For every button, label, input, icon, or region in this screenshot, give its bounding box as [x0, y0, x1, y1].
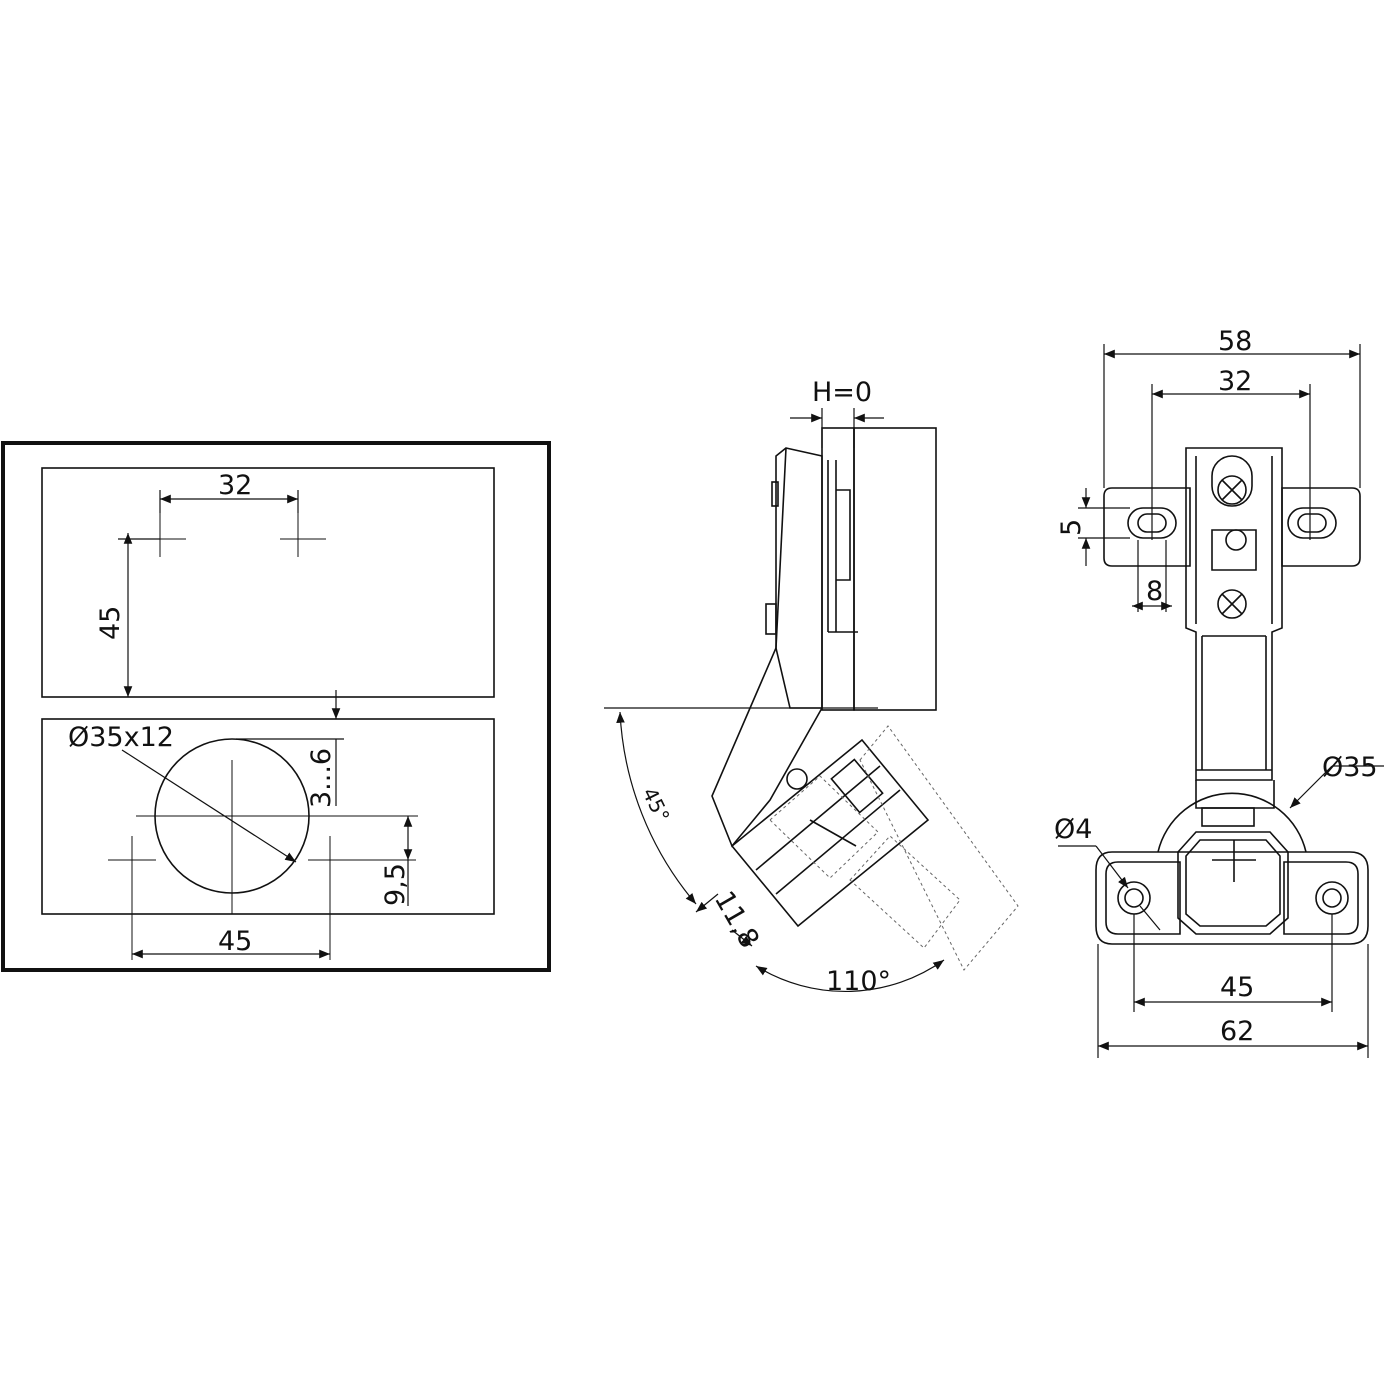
mounting-plate [1103, 487, 1361, 567]
slot-width-label: 8 [1146, 576, 1163, 607]
overlay-label: H=0 [812, 377, 872, 408]
hinge-front-view: 58 32 5 8 [1054, 326, 1384, 1058]
dim-top-spacing: 32 [159, 470, 299, 513]
door-panel [41, 718, 495, 915]
dim-plate-width: 58 [1103, 326, 1361, 488]
dim-depth: 11,8 [695, 886, 765, 954]
dim-mount-angle: 45° [604, 707, 878, 905]
cabinet-side-panel [41, 467, 495, 698]
dim-cup-hole-spacing: 45 [1133, 914, 1333, 1012]
cup-hole-spacing-label: 45 [1220, 972, 1254, 1003]
plate-width-label: 58 [1218, 326, 1252, 357]
dim-screw-hole: Ø4 [1054, 814, 1161, 931]
dim-top-height-label: 45 [95, 606, 126, 640]
dim-offset: 9,5 [380, 816, 413, 906]
dim-plate-hole-spacing: 32 [1151, 366, 1311, 540]
dim-bottom-spacing-label: 45 [218, 926, 252, 957]
hinge-arm [711, 447, 858, 848]
dim-slot-width: 8 [1132, 540, 1172, 612]
screw-hole-label: Ø4 [1054, 814, 1092, 845]
cup-flange [1095, 831, 1369, 945]
opening-angle-label: 110° [826, 966, 891, 997]
dim-slot-height: 5 [1056, 488, 1130, 566]
dim-cup-diameter: Ø35 [1289, 752, 1384, 809]
plate-hole-spacing-label: 32 [1218, 366, 1252, 397]
drilling-template-panel: 32 45 Ø35x12 3...6 [1, 441, 551, 972]
slot-height-label: 5 [1056, 519, 1087, 536]
dim-flange-width: 62 [1097, 944, 1369, 1058]
cabinet-wall [853, 427, 937, 711]
rotated-door [730, 738, 930, 928]
cup-hole-label: Ø35x12 [68, 722, 174, 753]
dim-opening-angle: 110° [755, 959, 945, 997]
dim-bottom-spacing: 45 [132, 926, 330, 959]
door-screw-holes [108, 836, 416, 960]
cup-diameter-label: Ø35 [1322, 752, 1378, 783]
open-door-ghost [769, 725, 1019, 971]
cup-hole: Ø35x12 [68, 722, 418, 914]
depth-label: 11,8 [708, 886, 765, 954]
dim-edge-distance-label: 3...6 [306, 748, 337, 808]
side-view: H=0 [604, 377, 1019, 997]
dim-top-height: 45 [95, 533, 160, 697]
dim-edge-distance: 3...6 [236, 690, 344, 808]
mount-angle-label: 45° [638, 784, 675, 826]
hinge-cup [1157, 780, 1307, 853]
flange-width-label: 62 [1220, 1016, 1254, 1047]
template-frame [1, 441, 551, 972]
dim-offset-label: 9,5 [380, 863, 411, 906]
dim-top-spacing-label: 32 [218, 470, 252, 501]
dim-overlay: H=0 [790, 377, 884, 448]
hinge-arm-body [1185, 447, 1283, 781]
mounting-plate-holes [134, 513, 326, 557]
